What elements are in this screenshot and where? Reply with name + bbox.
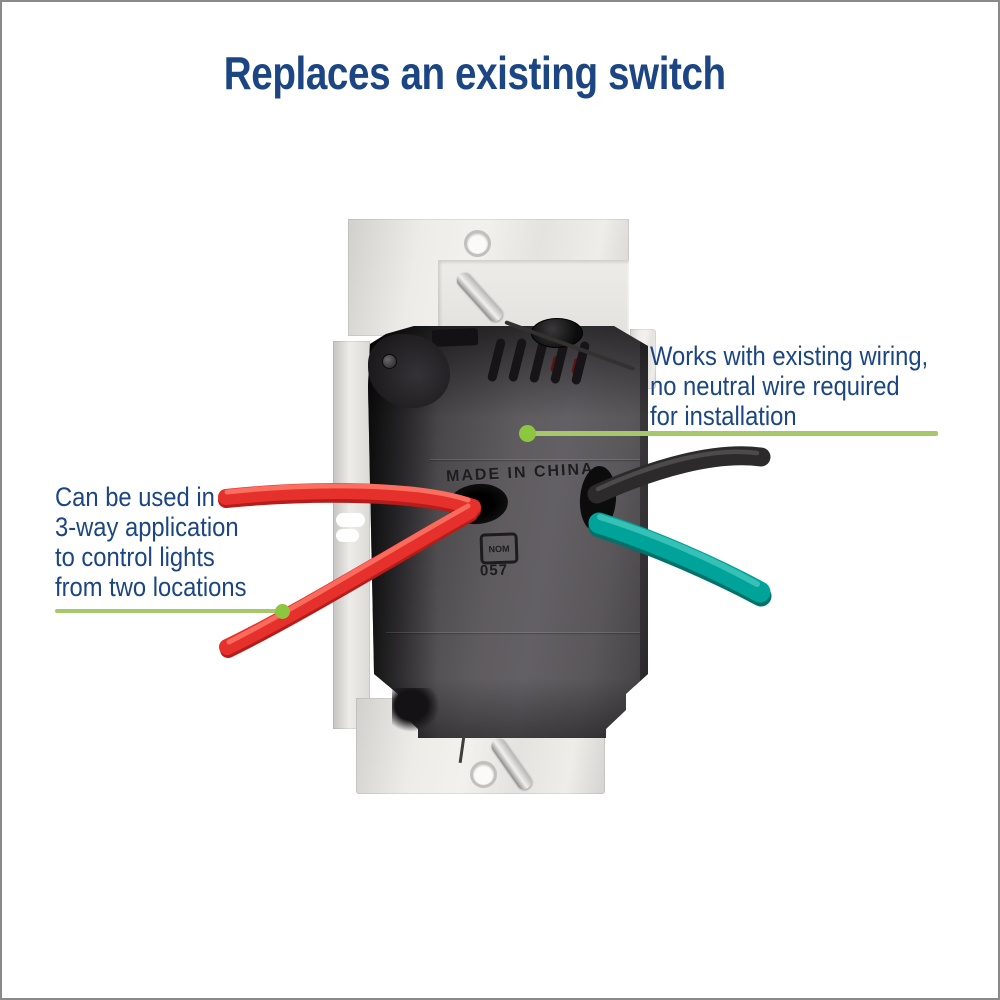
nom-logo-box: NOM <box>479 532 519 565</box>
page-title-wrap: Replaces an existing switch <box>0 46 950 100</box>
wire-hole-left <box>446 480 510 528</box>
body-corner-shadow <box>392 688 440 732</box>
corner-screw <box>382 354 397 369</box>
annotation-left-line-4: from two locations <box>55 572 247 602</box>
annotation-left-line-1: Can be used in <box>55 482 215 512</box>
plate-notch <box>336 513 365 527</box>
callout-dot-left <box>275 604 290 619</box>
body-top-tab <box>431 328 479 347</box>
cert-number-text: 057 <box>479 561 509 580</box>
plate-screw-hole-bottom <box>470 761 497 788</box>
body-seam <box>386 632 640 633</box>
callout-dot-right <box>519 425 536 442</box>
annotation-left: Can be used in 3-way application to cont… <box>55 482 246 602</box>
plate-screw-hole-top <box>464 230 491 257</box>
callout-line-right <box>527 431 938 436</box>
plate-notch <box>336 529 359 542</box>
callout-line-left <box>55 609 281 613</box>
body-molded-corner <box>368 334 450 408</box>
body-right-edge <box>640 326 648 738</box>
annotation-right-line-1: Works with existing wiring, <box>650 341 929 371</box>
annotation-left-line-2: 3-way application <box>55 512 239 542</box>
body-seam <box>430 459 640 460</box>
annotation-right-line-3: for installation <box>650 401 797 431</box>
annotation-right: Works with existing wiring, no neutral w… <box>650 341 928 431</box>
mounting-plate-recess <box>438 260 629 334</box>
annotation-left-line-3: to control lights <box>55 542 215 572</box>
page-title: Replaces an existing switch <box>224 47 726 99</box>
annotation-right-line-2: no neutral wire required <box>650 371 900 401</box>
